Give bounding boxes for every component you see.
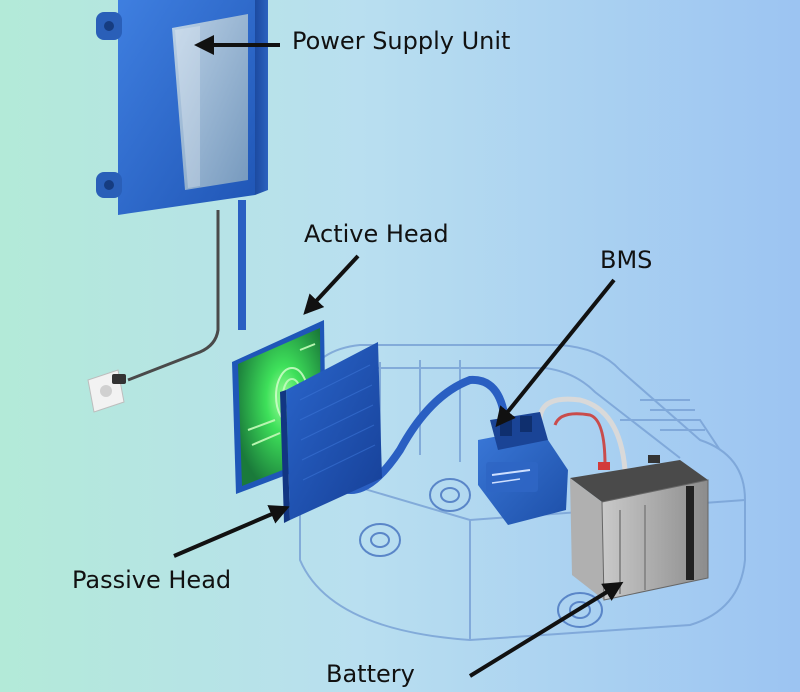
- battery: [570, 455, 709, 601]
- arrow-battery: [468, 581, 624, 678]
- arrow-bms: [495, 278, 616, 428]
- power-supply-unit: [96, 0, 268, 215]
- bms-module: [478, 412, 568, 525]
- label-battery: Battery: [326, 660, 415, 688]
- passive-head: [280, 342, 382, 523]
- wall-outlet: [87, 369, 126, 413]
- label-active-head: Active Head: [304, 220, 449, 248]
- arrow-active-head: [303, 254, 360, 315]
- label-power-supply-unit: Power Supply Unit: [292, 27, 511, 55]
- cables: [127, 200, 628, 494]
- label-bms: BMS: [600, 246, 653, 274]
- label-passive-head: Passive Head: [72, 566, 232, 594]
- arrow-passive-head: [173, 505, 290, 558]
- callout-arrows: [173, 35, 624, 678]
